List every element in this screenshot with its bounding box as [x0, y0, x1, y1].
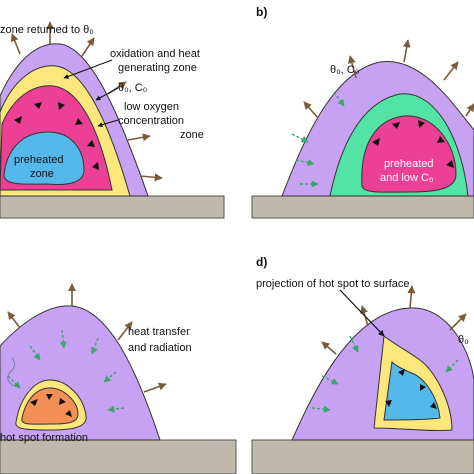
preheated-label-a-1: preheated	[14, 154, 64, 166]
preheated-label-a-2: zone	[30, 168, 54, 180]
radiation-wave-c	[7, 357, 16, 387]
panel-b: b) θ₀, C₀ preheated and low C₀	[251, 5, 474, 219]
outward-arrows-a	[10, 21, 163, 182]
oxidation-label-2: generating zone	[118, 62, 197, 74]
panel-d-label: d)	[256, 255, 267, 269]
projection-pointer	[339, 289, 385, 337]
green-arrows-b	[291, 91, 345, 188]
inward-arrows-a	[14, 102, 99, 170]
heat-transfer-label-1: heat transfer	[128, 326, 190, 338]
outward-arrows-c	[7, 283, 167, 393]
low-oxygen-label-1: low oxygen	[124, 101, 179, 113]
ground-c	[0, 439, 237, 474]
ground-b	[251, 195, 474, 219]
panel-a: zone returned to θ₀ oxidation and heat g…	[0, 21, 225, 219]
ground-d	[251, 439, 474, 474]
zone-returned-label: zone returned to θ₀	[0, 24, 94, 36]
heat-transfer-label-2: and radiation	[128, 342, 192, 354]
core-label-b-2: and low C₀	[380, 172, 433, 184]
preheated-zone-a	[3, 131, 85, 185]
pointer-lines-a	[63, 59, 119, 128]
theta-c-label-a: θ₀, C₀	[118, 82, 147, 94]
hot-spot-core-c	[21, 387, 79, 425]
outward-arrows-b	[303, 39, 474, 119]
ground-a	[0, 195, 225, 219]
inward-arrows-b	[372, 120, 454, 168]
low-oxygen-label-3: zone	[180, 129, 204, 141]
low-oxygen-label-2: concentration	[118, 115, 184, 127]
panel-b-label: b)	[256, 5, 267, 19]
green-arrows-d	[311, 335, 459, 413]
panel-c: heat transfer and radiation hot spot for…	[0, 283, 237, 474]
oxidation-label-1: oxidation and heat	[110, 48, 200, 60]
projection-label: projection of hot spot to surface	[256, 278, 409, 290]
inward-arrows-d	[385, 369, 437, 409]
panel-d: d) projection of hot spot to surface θ₀	[251, 255, 474, 474]
inward-arrows-c	[30, 394, 72, 417]
core-label-b-1: preheated	[384, 158, 434, 170]
theta-label-d: θ₀	[458, 334, 469, 346]
hot-spot-label-c: hot spot formation	[0, 432, 88, 444]
hot-spot-core-d	[383, 360, 441, 421]
green-arrows-c	[7, 329, 125, 413]
core-zone-b	[361, 115, 457, 193]
theta-c-label-b: θ₀, C₀	[330, 64, 359, 76]
